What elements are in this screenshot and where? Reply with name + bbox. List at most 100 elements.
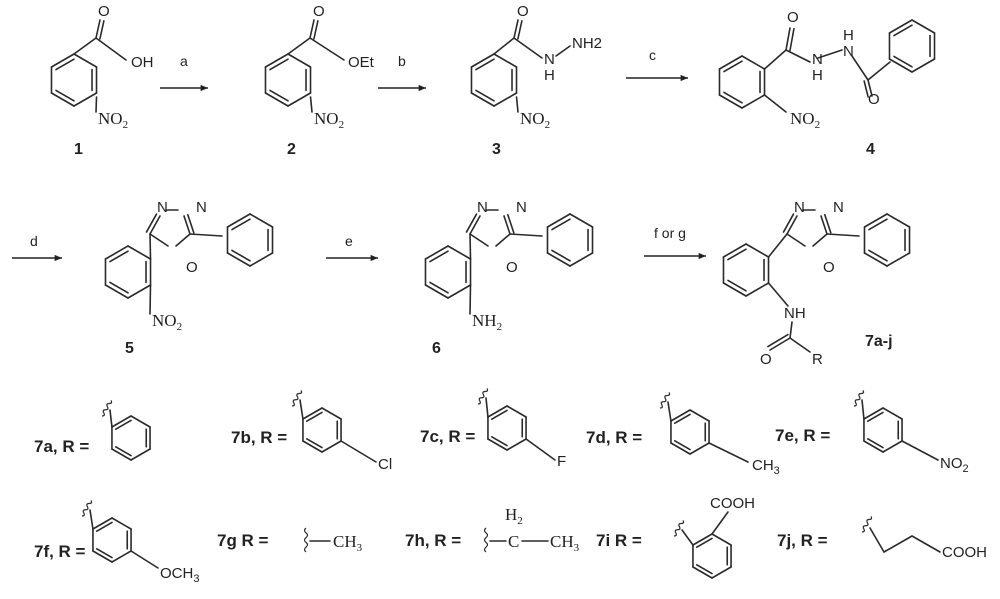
step-e-arrow-head <box>370 254 378 262</box>
sub-7e-wavy-bond <box>853 390 865 407</box>
sub-7e-ring-bond <box>863 440 884 453</box>
sub-7h-h2: H2 <box>505 505 523 527</box>
c3-ring-bond <box>493 53 518 68</box>
c3-ring-bond <box>493 92 518 107</box>
c7-oxadiazole-co-bond <box>812 233 828 247</box>
sub-7h-methyl: CH3 <box>550 532 580 554</box>
sub-7h-label: 7h, R = <box>405 531 461 550</box>
sub-7a-attach-bond <box>109 409 113 428</box>
c6-phenyl-ring-bond <box>546 213 571 228</box>
c7-r-group: R <box>812 351 823 368</box>
c4-ring-bond <box>741 94 766 109</box>
c1-ring-bond <box>73 53 98 68</box>
sub-7c-ring-bond <box>506 405 527 418</box>
c6-phenyl-ring-bond <box>569 213 594 228</box>
sub-7e-label: 7e, R = <box>775 426 830 445</box>
c4-c-phenyl-bond <box>867 61 891 81</box>
sub-7b-c-cl-bond <box>340 440 377 463</box>
c4-co-double <box>785 27 791 51</box>
sub-7b-ring-bond <box>321 440 342 453</box>
c5-ring-double <box>109 250 129 263</box>
sub-7f-label: 7f, R = <box>34 542 86 561</box>
sub-7i-attach-bond <box>681 529 694 546</box>
sub-7a-ring-double <box>114 445 132 457</box>
sub-7c-c-f-bond <box>525 438 556 461</box>
sub-7f-c-ome-bond <box>130 550 159 569</box>
step-c-arrow-head <box>680 74 688 82</box>
c1-c-cooh-bond <box>73 37 97 55</box>
sub-7b-wavy-bond <box>291 390 303 407</box>
c7-ring-bond <box>745 243 770 258</box>
c6-phenyl-ring-double <box>551 218 571 231</box>
c4-o-atom-bottom: O <box>868 91 880 108</box>
sub-7g-methyl: CH3 <box>333 532 363 554</box>
c5-oxadiazole-cn2-double-second <box>186 213 195 234</box>
sub-7g-wavy-bond <box>303 527 309 553</box>
c3-nh-n: N <box>544 51 555 68</box>
step-fg-arrow-head <box>698 252 706 260</box>
c5-ring-bond <box>104 245 129 260</box>
c1-ring-bond <box>50 53 75 68</box>
c5-aryl-ring-bond <box>149 233 152 260</box>
c4-c-no2-bond <box>763 94 787 113</box>
sub-7d-ring-double <box>673 413 691 425</box>
c1-ring-double <box>55 58 75 71</box>
sub-7c-ring-bond <box>487 405 508 418</box>
c4-ring-double <box>723 60 743 73</box>
c1-o-atom: O <box>98 3 110 20</box>
sub-7a-ring-double <box>114 419 132 431</box>
c5-phenyl-ring-bond <box>249 213 274 228</box>
c4-phenyl-ring-bond <box>911 19 936 34</box>
c4-c-n-bond <box>785 49 811 63</box>
compound-4-label: 4 <box>866 141 875 158</box>
c2-co-double-second <box>313 20 319 40</box>
sub-7i-label: 7i R = <box>596 531 642 550</box>
c5-oxadiazole-cn2-double <box>183 215 191 235</box>
c6-oxadiazole-co-bond <box>495 233 511 247</box>
sub-7j-c1-bond <box>869 527 885 553</box>
sub-7c-ring-bond <box>487 438 508 451</box>
c7-phenyl-ring-double <box>868 249 888 262</box>
c5-c-no2-bond <box>149 284 152 315</box>
sub-7c-ring-double <box>490 409 508 421</box>
c7-o-carbonyl: O <box>760 351 772 368</box>
c5-ring-bond <box>104 284 129 299</box>
sub-7f-wavy-bond <box>81 500 93 517</box>
sub-7c-ring-bond <box>506 438 527 451</box>
sub-7d-label: 7d, R = <box>586 428 642 447</box>
c3-c-n-bond <box>513 37 543 59</box>
sub-7i-cooh: COOH <box>710 495 755 512</box>
c6-phenyl-ring-double <box>551 249 571 262</box>
sub-7a-label: 7a, R = <box>34 437 89 456</box>
c4-nitro-group: NO2 <box>790 109 820 131</box>
c5-phenyl-ring-double <box>231 249 251 262</box>
sub-7b-ring-bond <box>302 407 323 420</box>
sub-7e-ring-bond <box>882 440 903 453</box>
c6-oxadiazole-cn2-double-second <box>506 213 515 234</box>
c6-oxadiazole-cn-double-second <box>465 213 478 233</box>
sub-7i-wavy-bond <box>673 520 685 537</box>
c7-phenyl-ring-bond <box>863 252 888 267</box>
c4-phenyl-ring-double <box>893 24 913 37</box>
step-c-label: c <box>649 47 656 63</box>
c7-phenyl-ring-bond <box>886 213 911 228</box>
c7-n-left: N <box>794 199 805 216</box>
bond-layer <box>12 19 941 579</box>
c3-co-double <box>513 19 519 39</box>
sub-7b-label: 7b, R = <box>231 428 287 447</box>
c6-oxadiazole-cn2-double <box>503 215 511 235</box>
c3-n-n-bond <box>555 45 571 57</box>
sub-7d-ring-bond <box>670 442 691 455</box>
sub-7e-ring-bond <box>882 407 903 420</box>
sub-7g-label: 7g R = <box>217 531 269 550</box>
sub-7h-carbon: C <box>508 532 519 551</box>
sub-7b-attach-bond <box>299 399 304 420</box>
step-b-arrow-head <box>418 84 426 92</box>
c4-ring-bond <box>718 55 743 70</box>
sub-7b-para-group: Cl <box>378 456 392 473</box>
c5-ring-phenyl-bond <box>189 233 223 237</box>
c2-c-oet-bond <box>309 37 345 61</box>
sub-7f-para-group: OCH3 <box>160 565 199 585</box>
c1-ring-bond <box>73 92 98 107</box>
